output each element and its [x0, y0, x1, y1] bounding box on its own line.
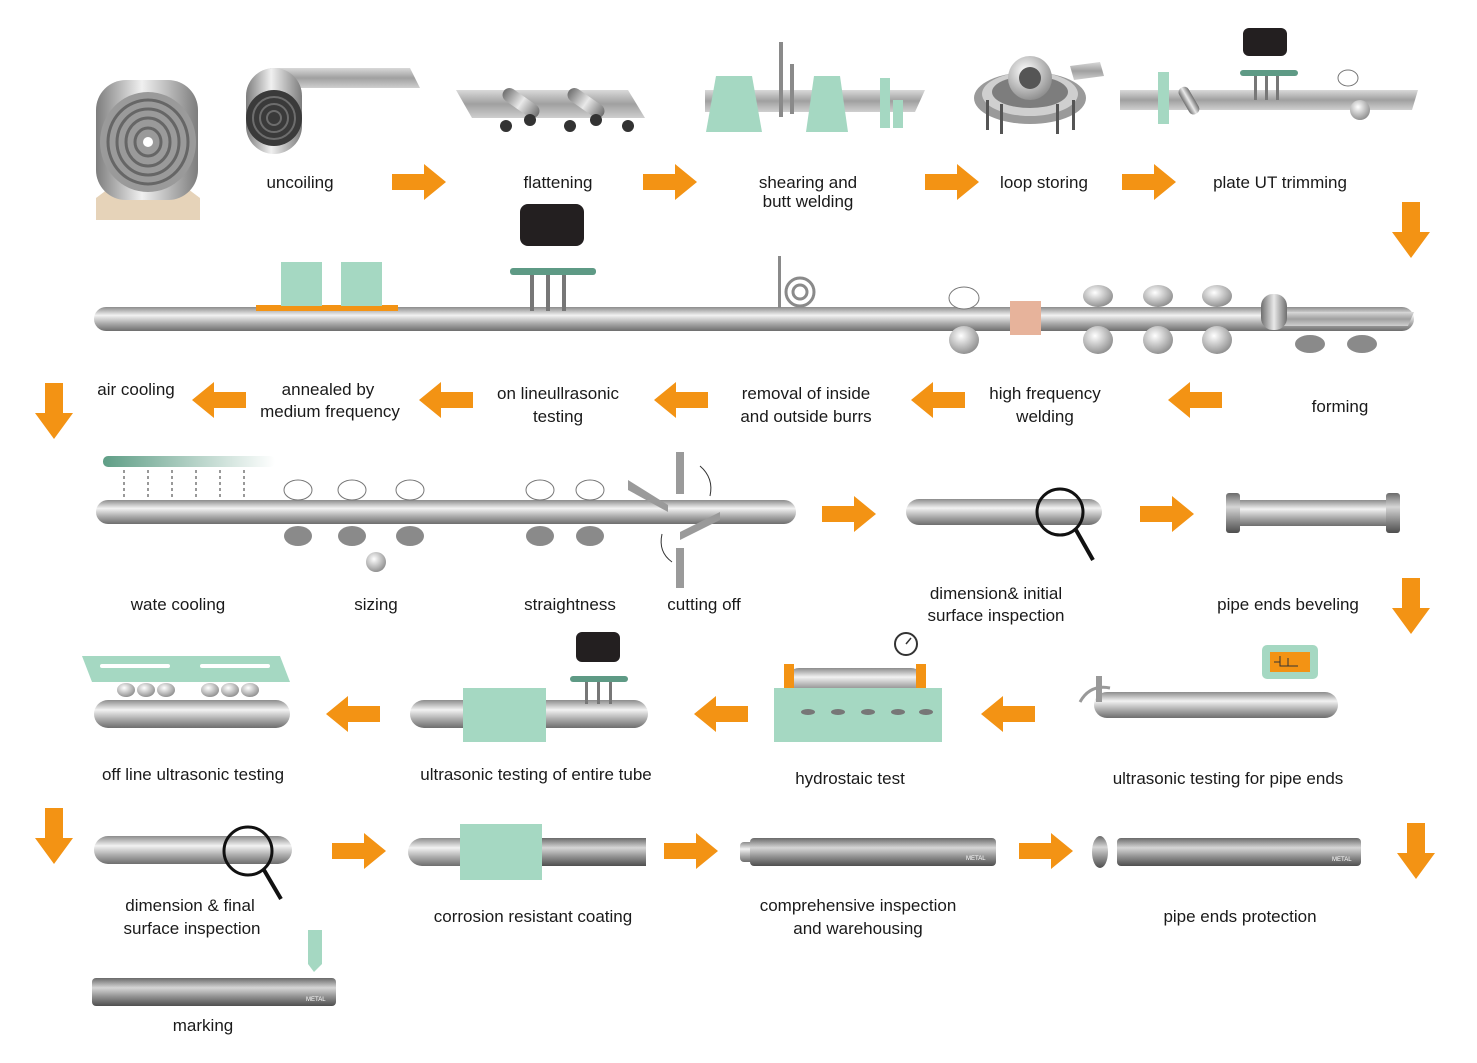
- arrow-left-7: [694, 696, 748, 732]
- arrow-left-6: [981, 696, 1035, 732]
- pipe-stamp-2: METAL: [1332, 857, 1352, 863]
- label-sizing: sizing: [354, 595, 397, 614]
- label-annealed-2: medium frequency: [260, 402, 400, 421]
- final-inspection-illustration: [94, 825, 292, 901]
- arrow-right-3: [925, 164, 979, 200]
- arrow-right-5: [822, 496, 876, 532]
- arrow-down-3: [1392, 578, 1430, 634]
- initial-inspection-illustration: [906, 487, 1102, 561]
- label-wate-cooling: wate cooling: [130, 595, 226, 614]
- label-annealed-1: annealed by: [282, 380, 375, 399]
- arrow-right-7: [332, 833, 386, 869]
- label-plate-ut: plate UT trimming: [1213, 173, 1347, 192]
- marking-illustration: METAL: [92, 930, 336, 1006]
- flow-arrows: [35, 164, 1435, 879]
- arrow-down-2: [35, 383, 73, 439]
- plate-ut-illustration: [1120, 28, 1418, 124]
- arrow-left-1: [1168, 382, 1222, 418]
- label-warehouse-2: and warehousing: [793, 919, 922, 938]
- coil-illustration: [96, 80, 200, 220]
- label-marking: marking: [173, 1016, 233, 1035]
- pipe-ends-ut-illustration: [1078, 645, 1338, 718]
- label-flattening: flattening: [524, 173, 593, 192]
- uncoiling-illustration: [246, 68, 420, 154]
- label-straightness: straightness: [524, 595, 616, 614]
- arrow-right-6: [1140, 496, 1194, 532]
- forming-line-illustration: [94, 204, 1414, 354]
- entire-ut-illustration: [410, 632, 648, 742]
- offline-ut-illustration: [82, 656, 290, 728]
- hydrostatic-illustration: [774, 632, 942, 742]
- arrow-left-3: [654, 382, 708, 418]
- flattening-illustration: [456, 87, 645, 132]
- arrow-down-4: [35, 808, 73, 864]
- label-cutting-off: cutting off: [667, 595, 741, 614]
- label-shearing-2: butt welding: [763, 192, 854, 211]
- coating-illustration: [408, 824, 646, 880]
- label-ends-beveling: pipe ends beveling: [1217, 595, 1359, 614]
- label-dim-initial-2: surface inspection: [927, 606, 1064, 625]
- label-uncoiling: uncoiling: [266, 173, 333, 192]
- label-burrs-1: removal of inside: [742, 384, 871, 403]
- beveling-illustration: [1226, 493, 1400, 533]
- label-warehouse-1: comprehensive inspection: [760, 896, 957, 915]
- label-hf-welding-2: welding: [1015, 407, 1074, 426]
- label-shearing-1: shearing and: [759, 173, 857, 192]
- arrow-left-2: [911, 382, 965, 418]
- label-loop-storing: loop storing: [1000, 173, 1088, 192]
- label-ends-protection: pipe ends protection: [1163, 907, 1316, 926]
- label-dim-final-1: dimension & final: [125, 896, 254, 915]
- arrow-right-9: [1019, 833, 1073, 869]
- loop-storing-illustration: [974, 56, 1104, 134]
- arrow-right-2: [643, 164, 697, 200]
- label-hydrostatic: hydrostaic test: [795, 769, 905, 788]
- pipe-stamp-1: METAL: [966, 856, 986, 862]
- label-dim-initial-1: dimension& initial: [930, 584, 1062, 603]
- arrow-right-4: [1122, 164, 1176, 200]
- cooling-sizing-cutting-illustration: [96, 452, 796, 588]
- label-online-ut-2: testing: [533, 407, 583, 426]
- label-burrs-2: and outside burrs: [740, 407, 871, 426]
- label-forming: forming: [1312, 397, 1369, 416]
- label-ut-entire: ultrasonic testing of entire tube: [420, 765, 652, 784]
- arrow-left-4: [419, 382, 473, 418]
- arrow-down-5: [1397, 823, 1435, 879]
- arrow-right-8: [664, 833, 718, 869]
- pipe-stamp-3: METAL: [306, 997, 326, 1003]
- arrow-left-5: [192, 382, 246, 418]
- label-online-ut-1: on lineullrasonic: [497, 384, 619, 403]
- label-coating: corrosion resistant coating: [434, 907, 632, 926]
- arrow-left-8: [326, 696, 380, 732]
- arrow-right-1: [392, 164, 446, 200]
- label-offline-ut: off line ultrasonic testing: [102, 765, 284, 784]
- label-air-cooling: air cooling: [97, 380, 175, 399]
- label-ut-pipe-ends: ultrasonic testing for pipe ends: [1113, 769, 1344, 788]
- ends-protection-illustration: METAL: [1092, 836, 1361, 868]
- arrow-down-1: [1392, 202, 1430, 258]
- label-hf-welding-1: high frequency: [989, 384, 1101, 403]
- label-dim-final-2: surface inspection: [123, 919, 260, 938]
- warehouse-illustration: METAL: [740, 838, 996, 866]
- shearing-illustration: [705, 42, 925, 132]
